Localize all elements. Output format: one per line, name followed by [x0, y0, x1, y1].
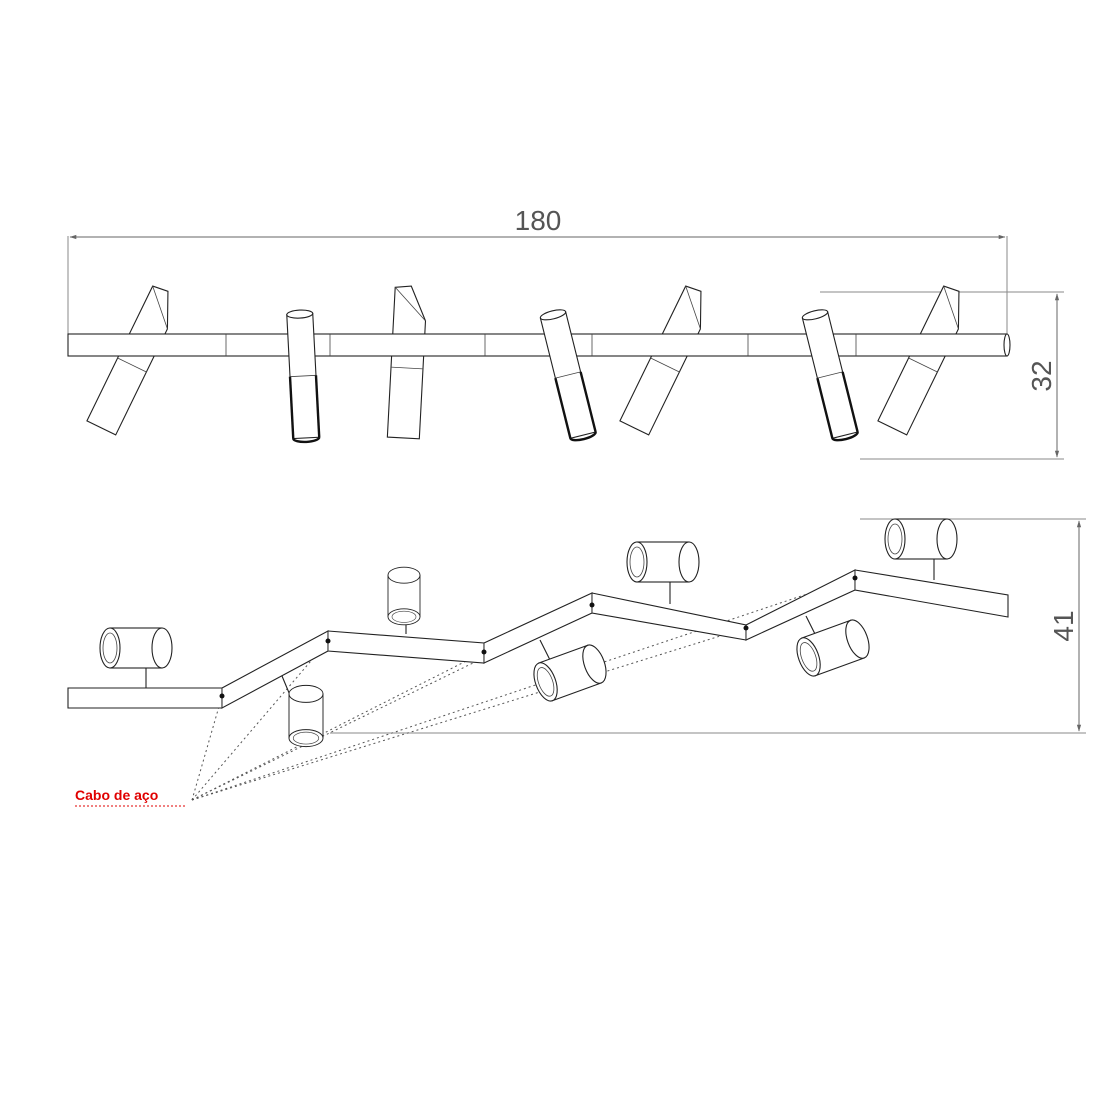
lamp-bevel-1	[86, 283, 183, 436]
lamp-side-2	[387, 566, 421, 626]
zigzag-rail	[67, 569, 1009, 709]
lamp-side-7	[791, 616, 875, 680]
top-height-dimension-label: 32	[1026, 360, 1057, 391]
lamp-spot-2	[538, 306, 598, 444]
lamp-side-5	[288, 684, 324, 748]
lamp-side-3	[626, 541, 700, 583]
length-dimension-label: 180	[515, 205, 562, 236]
steel-cable-callout: Cabo de aço	[75, 787, 158, 803]
lamp-spot-1	[285, 308, 321, 444]
lamp-side-1	[99, 627, 173, 669]
side-height-dimension-label: 41	[1048, 610, 1079, 641]
rail-bar	[67, 333, 1011, 357]
lamp-side-4	[884, 518, 958, 560]
top-view: 180 32	[67, 205, 1064, 460]
lamp-bevel-2	[386, 284, 428, 440]
lamp-bevel-4	[877, 283, 974, 436]
lamp-side-6	[528, 641, 612, 705]
lamp-spot-3	[800, 306, 860, 444]
lamp-bevel-3	[619, 283, 716, 436]
side-view: 41	[67, 518, 1086, 807]
